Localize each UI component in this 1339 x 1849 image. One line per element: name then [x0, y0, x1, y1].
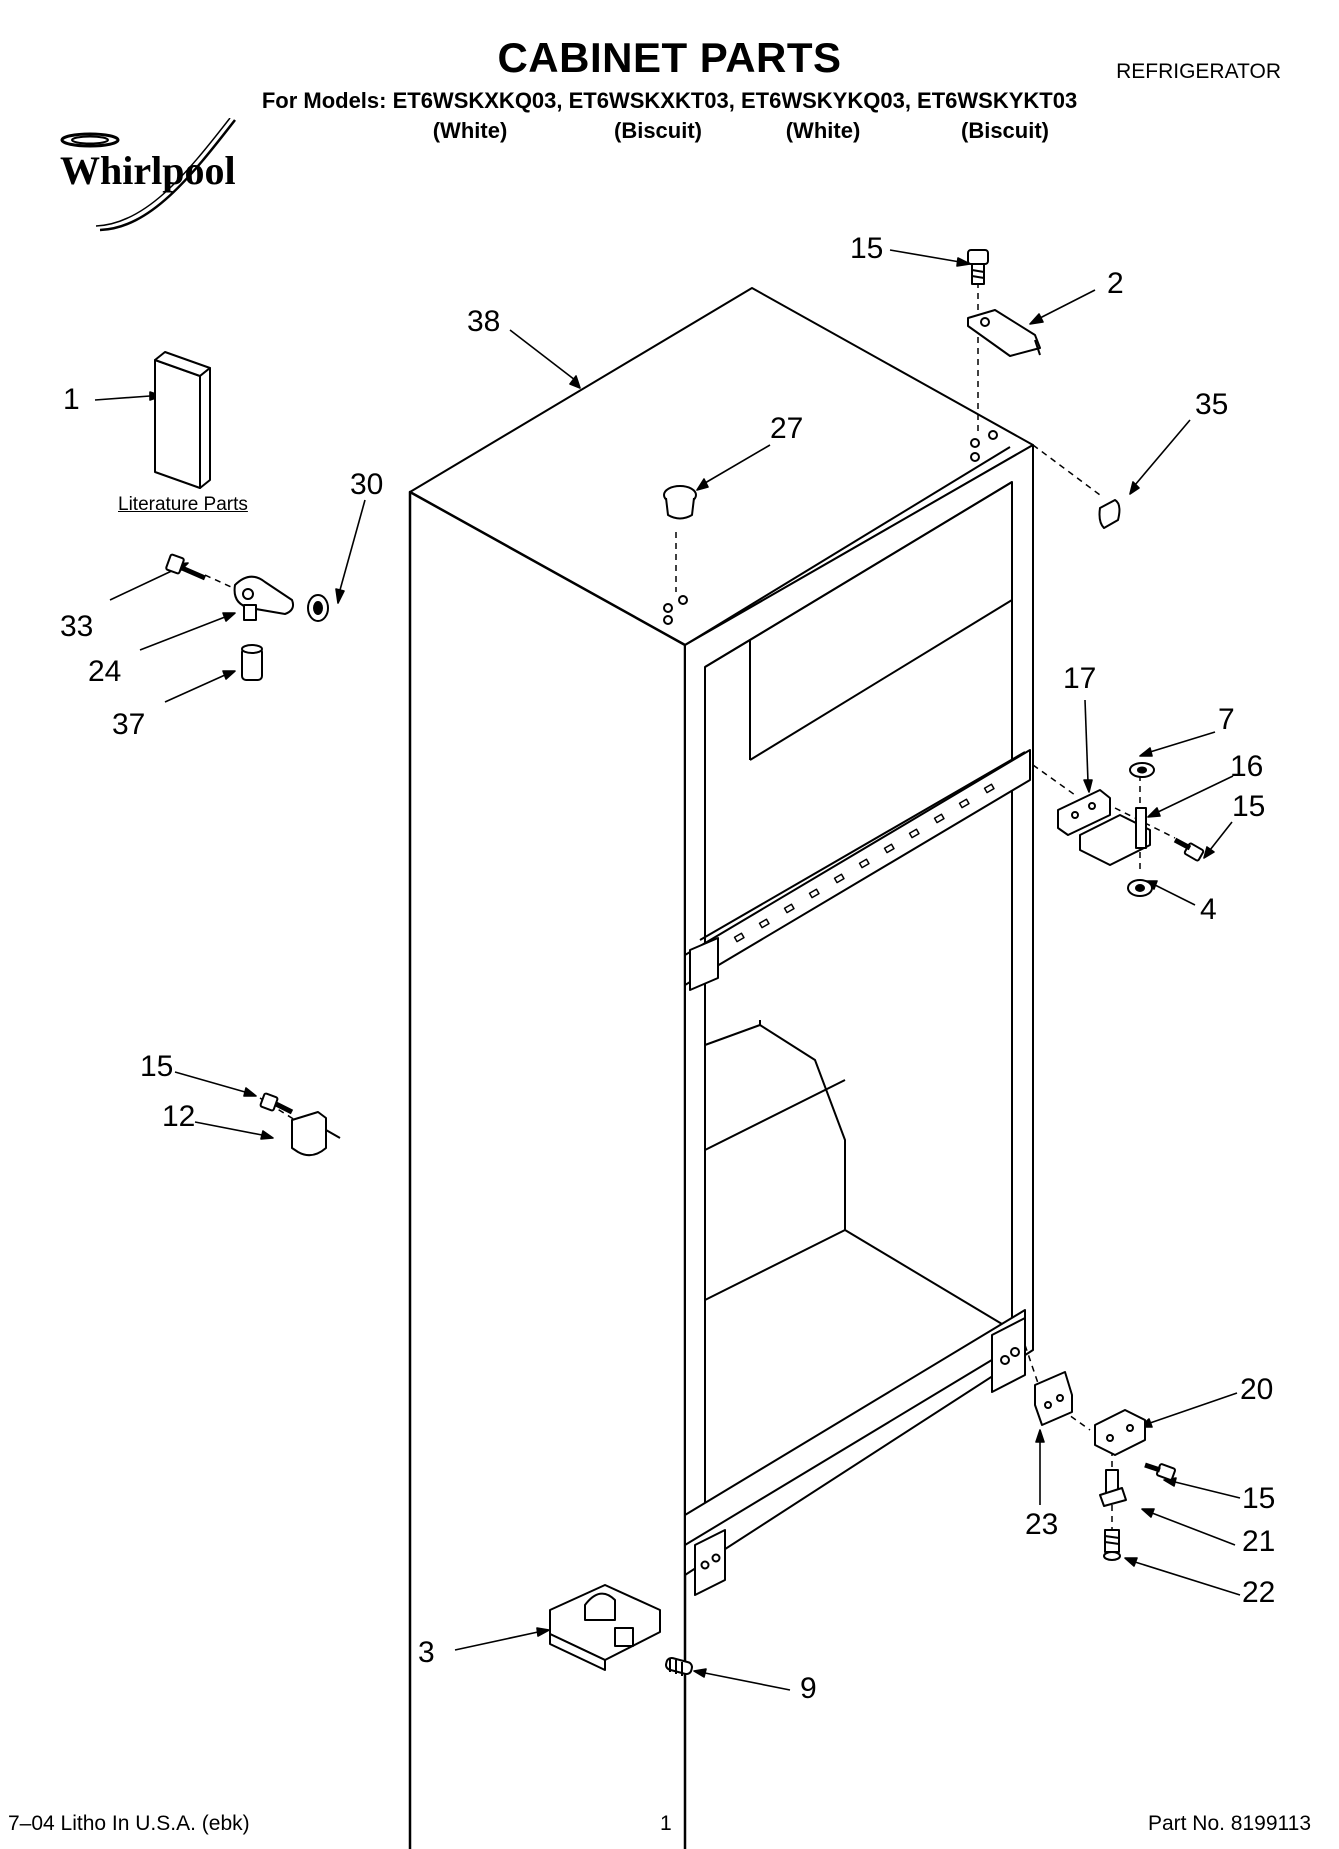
callout-20: 20	[1240, 1373, 1274, 1406]
bolt-33	[165, 553, 206, 581]
svg-text:Whirlpool: Whirlpool	[60, 148, 236, 193]
callout-7: 7	[1218, 703, 1235, 736]
callout-37: 37	[112, 708, 146, 741]
hinge-cap	[1098, 499, 1121, 529]
footer-print-info: 7–04 Litho In U.S.A. (ebk)	[8, 1812, 250, 1835]
callout-15-top: 15	[850, 232, 884, 265]
washer-7	[1129, 762, 1155, 778]
callout-27: 27	[770, 412, 804, 445]
roller-housing-3	[549, 1584, 661, 1671]
callout-16: 16	[1230, 750, 1264, 783]
callout-17: 17	[1063, 662, 1097, 695]
footer-part-number: Part No. 8199113	[1147, 1812, 1311, 1835]
screw-left	[259, 1092, 294, 1115]
literature-parts-label: Literature Parts	[118, 494, 248, 515]
roller-bracket-24	[233, 575, 295, 621]
model-variant-3: (White)	[785, 118, 861, 143]
screw-22	[1103, 1529, 1121, 1561]
callout-12: 12	[162, 1100, 196, 1133]
callout-21: 21	[1242, 1525, 1276, 1558]
cabinet-body	[408, 287, 1034, 1849]
spacer-37	[241, 644, 263, 681]
roller-30	[307, 594, 329, 622]
screw-middle	[1173, 837, 1205, 862]
callout-38: 38	[467, 305, 501, 338]
callout-1: 1	[63, 383, 80, 416]
screw-top	[967, 249, 989, 285]
model-variant-1: (White)	[432, 118, 508, 143]
page-title: CABINET PARTS	[497, 34, 842, 81]
callout-24: 24	[88, 655, 122, 688]
callout-35: 35	[1195, 388, 1229, 421]
literature-booklet	[154, 351, 211, 489]
middle-hinge-block	[1057, 789, 1111, 836]
callout-22: 22	[1242, 1576, 1276, 1609]
footer-page-number: 1	[660, 1812, 672, 1835]
callout-3: 3	[418, 1636, 435, 1669]
callout-15-left: 15	[140, 1050, 174, 1083]
callout-9: 9	[800, 1672, 817, 1705]
top-hinge-bracket	[967, 309, 1041, 357]
screw-bottom	[1144, 1462, 1177, 1481]
document-type-label: REFRIGERATOR	[1116, 60, 1281, 83]
bracket-12	[291, 1111, 341, 1157]
callout-4: 4	[1200, 893, 1217, 926]
shim-23	[1034, 1371, 1073, 1426]
callout-23: 23	[1025, 1508, 1059, 1541]
leader-lines	[94, 249, 1241, 1691]
callout-2: 2	[1107, 267, 1124, 300]
hinge-pin-21	[1099, 1469, 1127, 1507]
callout-30: 30	[350, 468, 384, 501]
top-plug	[663, 485, 697, 520]
whirlpool-logo: Whirlpool	[60, 118, 236, 232]
models-line: For Models: ET6WSKXKQ03, ET6WSKXKT03, ET…	[261, 88, 1078, 113]
model-variant-4: (Biscuit)	[961, 118, 1049, 143]
spring-9	[665, 1656, 693, 1676]
model-variant-2: (Biscuit)	[614, 118, 702, 143]
callout-15-middle: 15	[1232, 790, 1266, 823]
callout-15-bottom: 15	[1242, 1482, 1276, 1515]
washer-4	[1127, 879, 1153, 897]
bottom-hinge-20	[1094, 1409, 1146, 1456]
callout-33: 33	[60, 610, 94, 643]
middle-hinge	[1079, 807, 1151, 866]
